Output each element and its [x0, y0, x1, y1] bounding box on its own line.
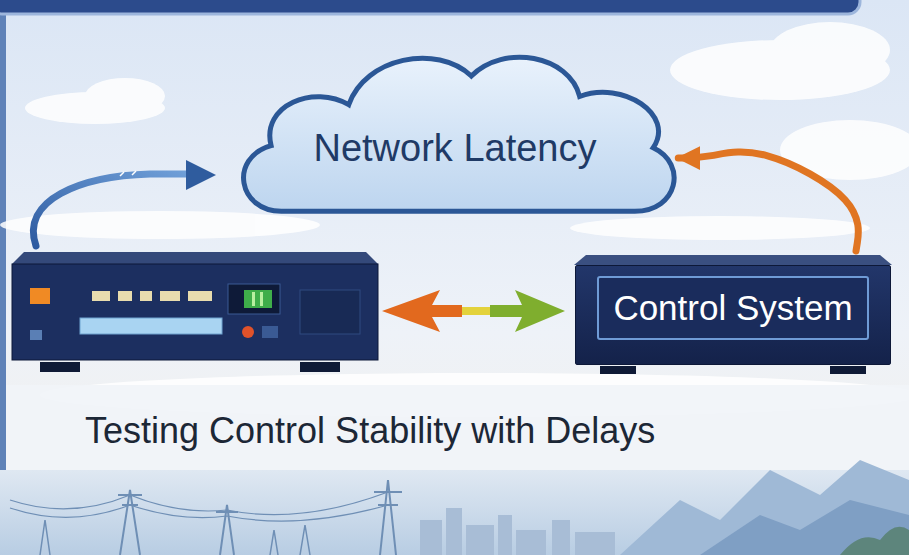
skyline-part — [552, 520, 570, 555]
sky-clouds-part — [770, 22, 890, 78]
server-device-part — [30, 330, 42, 340]
control-system-box: Control System — [575, 265, 891, 365]
skyline-part — [118, 490, 142, 555]
skyline-part — [498, 515, 512, 555]
top-bar — [0, 0, 860, 14]
control-device-frame-part — [830, 366, 866, 374]
skyline-part — [40, 520, 310, 555]
control-device-frame-part — [600, 366, 636, 374]
server-device-part — [40, 362, 80, 372]
sky-clouds — [0, 22, 909, 417]
server-device-part — [262, 326, 278, 338]
control-device-frame-part — [574, 255, 892, 265]
left-arrow-part — [186, 160, 216, 190]
skyline-part — [446, 508, 462, 555]
server-device-part — [244, 290, 272, 308]
server-device-part — [228, 284, 280, 314]
cloud-shape — [244, 57, 675, 211]
sky-clouds-part — [570, 216, 870, 240]
server-device-part — [30, 288, 50, 304]
skyline-part — [840, 527, 909, 555]
middle-arrows-part — [382, 290, 462, 332]
server-device-part — [300, 290, 360, 334]
sky-clouds-part — [0, 211, 320, 239]
caption-band — [6, 385, 909, 470]
skyline-part — [700, 500, 909, 555]
server-device-part — [252, 292, 255, 306]
server-device-part — [140, 291, 152, 301]
skyline-part — [216, 505, 238, 555]
left-arrow-part — [120, 171, 136, 176]
latency-arrow — [678, 152, 858, 251]
control-device-frame — [574, 255, 892, 374]
server-device-part — [300, 362, 340, 372]
caption-band-part — [6, 385, 909, 470]
server-device-part — [188, 291, 212, 301]
cloud-label: Network Latency — [313, 127, 596, 170]
box-label: Control System — [597, 276, 868, 340]
skyline-part — [466, 525, 494, 555]
server-device — [12, 252, 378, 372]
server-device-part — [12, 264, 378, 360]
server-device-part — [160, 291, 180, 301]
server-device-part — [242, 326, 254, 338]
skyline — [0, 460, 909, 555]
server-device-part — [80, 318, 222, 334]
server-device-part — [260, 292, 263, 306]
middle-arrows — [382, 290, 565, 332]
skyline-part — [575, 532, 615, 555]
skyline-part — [620, 460, 909, 555]
title-text: Testing Control Stability with Delays — [85, 410, 655, 451]
server-device-part — [12, 252, 378, 264]
skyline-part — [420, 508, 615, 555]
left-arrow-part — [33, 174, 190, 246]
top-bar-part — [0, 0, 860, 14]
sky-clouds-part — [85, 78, 165, 114]
skyline-part — [516, 530, 546, 555]
skyline-part — [420, 520, 442, 555]
server-device-part — [92, 291, 110, 301]
left-arrow — [33, 160, 216, 246]
skyline-part — [10, 480, 402, 555]
skyline-part — [374, 480, 402, 555]
skyline-part — [10, 505, 388, 521]
server-device-part — [118, 291, 132, 301]
skyline-part — [10, 492, 388, 515]
middle-arrows-part — [490, 290, 565, 332]
title-block: Testing Control Stability with Delays — [85, 410, 655, 452]
cloud-node: Network Latency — [220, 35, 690, 240]
sky-clouds-part — [780, 120, 909, 180]
